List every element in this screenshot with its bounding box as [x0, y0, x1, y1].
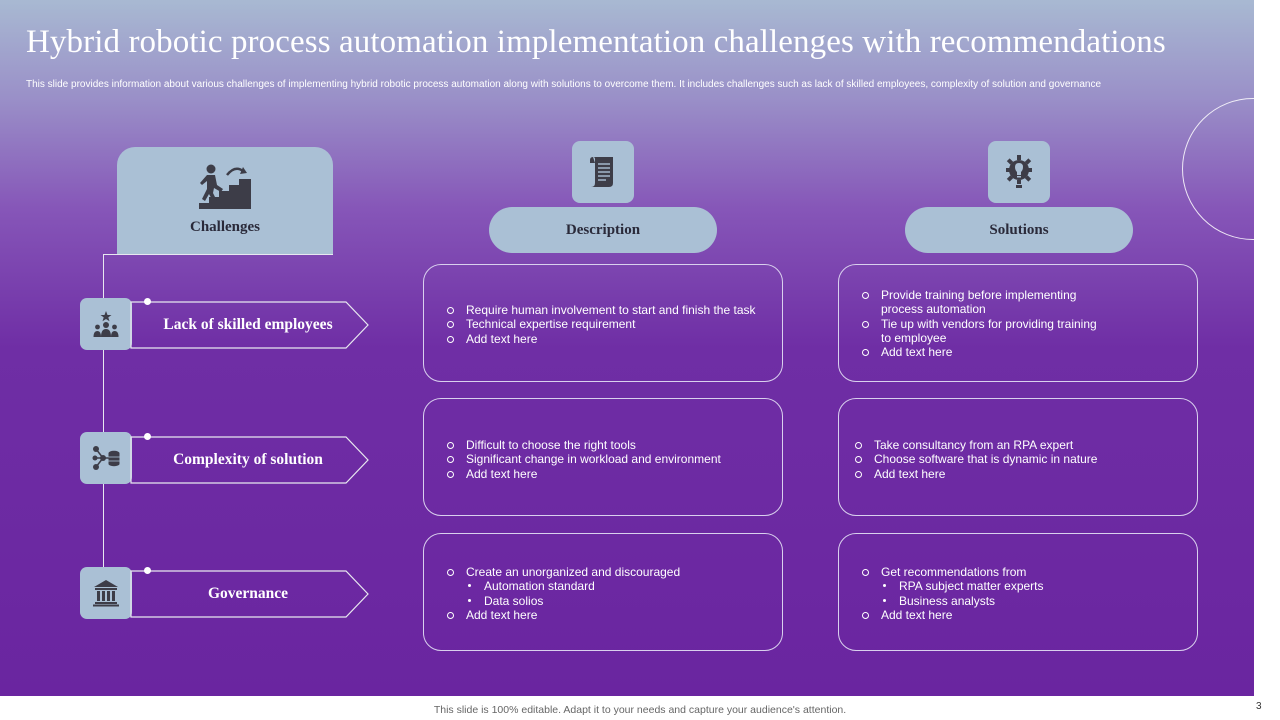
list-item: Create an unorganized and discouraged [446, 565, 680, 579]
solutions-list-3: Get recommendations from RPA subject mat… [861, 565, 1044, 622]
connector-dot-1 [144, 298, 151, 305]
solutions-header: Solutions [905, 207, 1133, 253]
list-item: Require human involvement to start and f… [446, 303, 756, 317]
slide-subtitle: This slide provides information about va… [26, 79, 1102, 90]
challenge-label-2: Complexity of solution [173, 451, 323, 468]
footer-note: This slide is 100% editable. Adapt it to… [433, 704, 847, 716]
list-item: Add text here [861, 608, 1044, 622]
government-building-icon [93, 580, 119, 607]
list-subitem: RPA subject matter experts [861, 579, 1044, 593]
document-icon [590, 157, 613, 187]
solutions-list-1: Provide training before implementing pro… [861, 288, 1101, 359]
connector-dot-2 [144, 433, 151, 440]
description-header: Description [489, 207, 717, 253]
description-icon-box [572, 141, 634, 203]
team-leader-icon [93, 311, 119, 337]
solutions-box-1: Provide training before implementing pro… [838, 264, 1198, 382]
challenge-icon-box-3 [80, 567, 132, 619]
list-item: Add text here [446, 467, 721, 481]
list-item: Add text here [446, 332, 756, 346]
description-list-1: Require human involvement to start and f… [446, 303, 756, 346]
challenge-label-1: Lack of skilled employees [163, 316, 333, 333]
description-box-3: Create an unorganized and discouraged Au… [423, 533, 783, 651]
list-item: Difficult to choose the right tools [446, 438, 721, 452]
list-subitem: Data solios [446, 594, 680, 608]
connector-line-top [103, 254, 333, 255]
description-box-2: Difficult to choose the right tools Sign… [423, 398, 783, 516]
list-item: Tie up with vendors for providing traini… [861, 317, 1101, 346]
challenge-label-3: Governance [207, 585, 289, 602]
challenge-icon-box-2 [80, 432, 132, 484]
list-item: Take consultancy from an RPA expert [854, 438, 1097, 452]
list-item: Significant change in workload and envir… [446, 452, 721, 466]
challenge-arrow-2 [130, 436, 369, 484]
list-item: Add text here [446, 608, 680, 622]
challenge-icon-box-1 [80, 298, 132, 350]
list-subitem: Automation standard [446, 579, 680, 593]
slide: Hybrid robotic process automation implem… [0, 0, 1254, 696]
solutions-box-2: Take consultancy from an RPA expert Choo… [838, 398, 1198, 516]
solutions-icon-box [988, 141, 1050, 203]
slide-title: Hybrid robotic process automation implem… [26, 24, 1166, 60]
challenge-arrow-1 [130, 301, 369, 349]
list-item: Technical expertise requirement [446, 317, 756, 331]
solutions-box-3: Get recommendations from RPA subject mat… [838, 533, 1198, 651]
network-database-icon [92, 446, 120, 470]
list-item: Provide training before implementing pro… [861, 288, 1101, 317]
challenges-label: Challenges [189, 219, 260, 235]
connector-dot-3 [144, 567, 151, 574]
page-number: 3 [1256, 701, 1262, 712]
solutions-list-2: Take consultancy from an RPA expert Choo… [854, 438, 1097, 481]
list-item: Add text here [854, 467, 1097, 481]
list-item: Choose software that is dynamic in natur… [854, 452, 1097, 466]
challenges-header: Challenges [117, 147, 333, 254]
stairs-climbing-icon [199, 164, 251, 209]
list-subitem: Business analysts [861, 594, 1044, 608]
description-list-2: Difficult to choose the right tools Sign… [446, 438, 721, 481]
description-box-1: Require human involvement to start and f… [423, 264, 783, 382]
decorative-circle [1182, 98, 1254, 240]
list-item: Get recommendations from [861, 565, 1044, 579]
connector-line-vertical [103, 254, 104, 594]
list-item: Add text here [861, 345, 1101, 359]
challenge-arrow-3 [130, 570, 369, 618]
lightbulb-gear-icon [1006, 155, 1032, 188]
description-list-3: Create an unorganized and discouraged Au… [446, 565, 680, 622]
